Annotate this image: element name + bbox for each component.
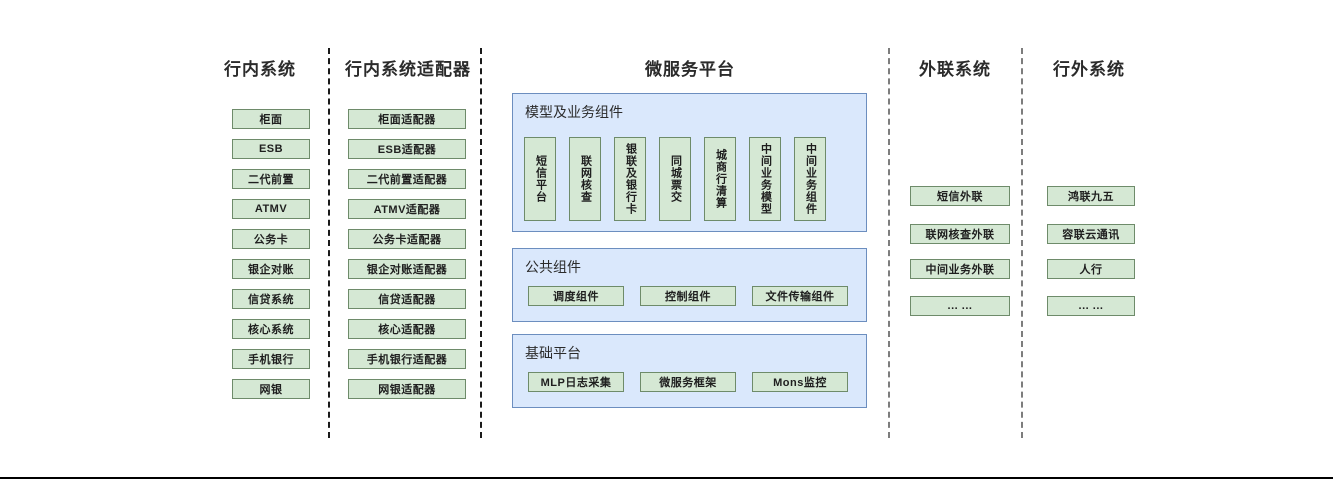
node-platform-model-4-label: 城商行清算 (714, 149, 727, 209)
node-external-link-3[interactable]: ... ... (910, 296, 1010, 316)
node-inbank-9[interactable]: 网银 (232, 379, 310, 399)
node-platform-model-3-label: 同城票交 (669, 155, 682, 203)
node-platform-model-4[interactable]: 城商行清算 (704, 137, 736, 221)
node-platform-model-3[interactable]: 同城票交 (659, 137, 691, 221)
column-separator-3 (888, 48, 890, 438)
panel-title-model-business-components: 模型及业务组件 (525, 104, 623, 120)
bottom-divider (0, 477, 1333, 479)
column-title-platform: 微服务平台 (645, 60, 735, 79)
node-adapter-6[interactable]: 信贷适配器 (348, 289, 466, 309)
column-separator-4 (1021, 48, 1023, 438)
node-adapter-5[interactable]: 银企对账适配器 (348, 259, 466, 279)
node-platform-model-5[interactable]: 中间业务模型 (749, 137, 781, 221)
panel-title-public-components: 公共组件 (525, 259, 581, 275)
node-platform-model-5-label: 中间业务模型 (759, 143, 772, 215)
node-outbank-1[interactable]: 容联云通讯 (1047, 224, 1135, 244)
node-inbank-1[interactable]: ESB (232, 139, 310, 159)
column-separator-1 (328, 48, 330, 438)
node-adapter-8[interactable]: 手机银行适配器 (348, 349, 466, 369)
node-adapter-9[interactable]: 网银适配器 (348, 379, 466, 399)
node-platform-base-0[interactable]: MLP日志采集 (528, 372, 624, 392)
node-platform-base-1[interactable]: 微服务框架 (640, 372, 736, 392)
node-inbank-6[interactable]: 信贷系统 (232, 289, 310, 309)
node-platform-public-1[interactable]: 控制组件 (640, 286, 736, 306)
node-inbank-0[interactable]: 柜面 (232, 109, 310, 129)
node-inbank-3[interactable]: ATMV (232, 199, 310, 219)
node-outbank-0[interactable]: 鸿联九五 (1047, 186, 1135, 206)
column-title-adapter: 行内系统适配器 (345, 60, 471, 79)
node-platform-public-0[interactable]: 调度组件 (528, 286, 624, 306)
node-platform-model-2[interactable]: 银联及银行卡 (614, 137, 646, 221)
column-title-outbank: 行外系统 (1053, 60, 1125, 79)
panel-base-platform: 基础平台 (512, 334, 867, 408)
column-title-external-link: 外联系统 (919, 60, 991, 79)
node-platform-model-0[interactable]: 短信平台 (524, 137, 556, 221)
node-adapter-3[interactable]: ATMV适配器 (348, 199, 466, 219)
node-external-link-1[interactable]: 联网核查外联 (910, 224, 1010, 244)
node-adapter-4[interactable]: 公务卡适配器 (348, 229, 466, 249)
node-outbank-3[interactable]: ... ... (1047, 296, 1135, 316)
column-title-inbank: 行内系统 (224, 60, 296, 79)
node-adapter-1[interactable]: ESB适配器 (348, 139, 466, 159)
node-platform-public-2[interactable]: 文件传输组件 (752, 286, 848, 306)
node-inbank-7[interactable]: 核心系统 (232, 319, 310, 339)
node-inbank-5[interactable]: 银企对账 (232, 259, 310, 279)
node-platform-model-1-label: 联网核查 (579, 155, 592, 203)
node-platform-model-6[interactable]: 中间业务组件 (794, 137, 826, 221)
node-platform-model-2-label: 银联及银行卡 (624, 143, 637, 215)
node-outbank-2[interactable]: 人行 (1047, 259, 1135, 279)
node-platform-model-1[interactable]: 联网核查 (569, 137, 601, 221)
node-platform-model-6-label: 中间业务组件 (804, 143, 817, 215)
column-separator-2 (480, 48, 482, 438)
node-platform-model-0-label: 短信平台 (534, 155, 547, 203)
node-adapter-0[interactable]: 柜面适配器 (348, 109, 466, 129)
node-inbank-8[interactable]: 手机银行 (232, 349, 310, 369)
panel-title-base-platform: 基础平台 (525, 345, 581, 361)
node-external-link-2[interactable]: 中间业务外联 (910, 259, 1010, 279)
node-adapter-2[interactable]: 二代前置适配器 (348, 169, 466, 189)
panel-public-components: 公共组件 (512, 248, 867, 322)
node-external-link-0[interactable]: 短信外联 (910, 186, 1010, 206)
node-platform-base-2[interactable]: Mons监控 (752, 372, 848, 392)
node-inbank-2[interactable]: 二代前置 (232, 169, 310, 189)
node-inbank-4[interactable]: 公务卡 (232, 229, 310, 249)
node-adapter-7[interactable]: 核心适配器 (348, 319, 466, 339)
